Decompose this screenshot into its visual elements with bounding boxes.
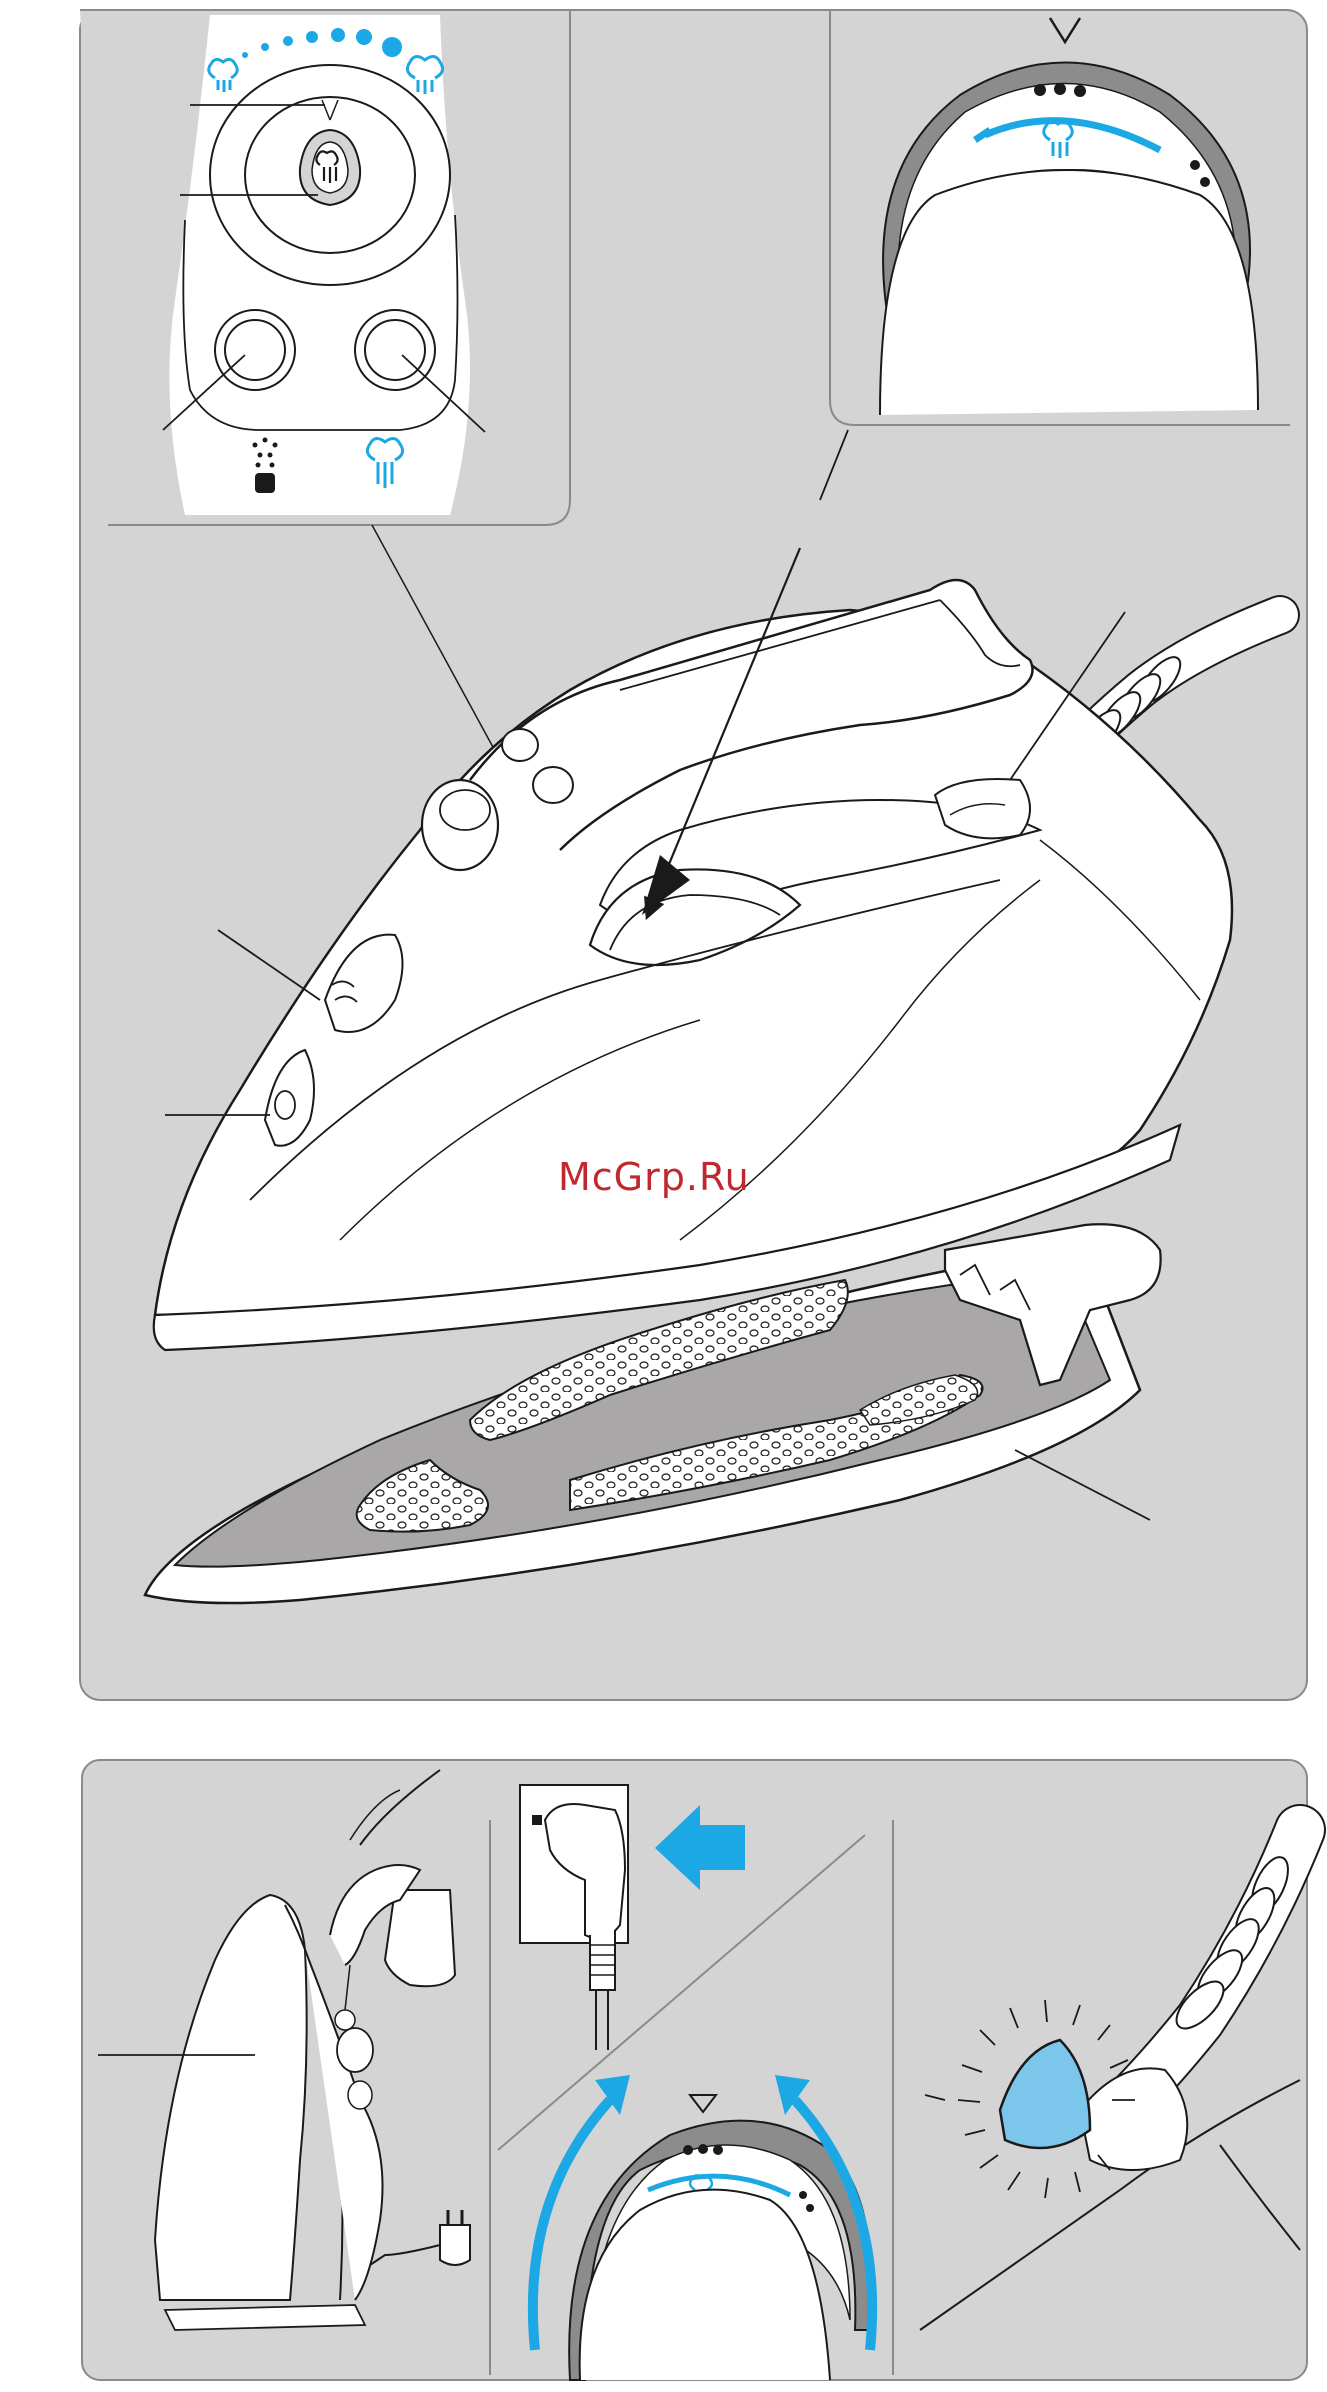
spray-button[interactable] xyxy=(214,309,296,391)
step-plug-and-set-temperature xyxy=(497,1784,878,2381)
steam-dot-scale xyxy=(242,28,402,58)
spray-nozzle xyxy=(263,1048,315,1147)
iron-illustration xyxy=(152,547,1300,1352)
plug-icon xyxy=(369,2210,471,2266)
shot-of-steam-button[interactable] xyxy=(532,766,574,804)
steam-icon xyxy=(315,150,339,183)
steam-icon xyxy=(1042,119,1074,158)
temperature-dial[interactable] xyxy=(882,61,1251,331)
steam-icon xyxy=(365,437,405,488)
steam-control-knob[interactable] xyxy=(209,64,451,286)
steam-control-knob[interactable] xyxy=(420,778,500,872)
watermark-text: McGrp.Ru xyxy=(558,1155,750,1199)
soleplate xyxy=(143,1223,1162,1605)
temperature-dial[interactable] xyxy=(588,868,802,967)
steam-icon xyxy=(405,55,445,94)
plug-icon[interactable] xyxy=(543,1803,627,2050)
water-jug xyxy=(329,1769,457,2011)
indicator-light-icon xyxy=(957,1999,1135,2199)
steps-panel xyxy=(81,1759,1326,2381)
step-fill-water xyxy=(98,1769,471,2331)
temperature-dial-inset xyxy=(819,10,1290,501)
spray-button[interactable] xyxy=(501,728,539,762)
steam-icon xyxy=(207,57,239,92)
overview-panel xyxy=(79,9,1308,1701)
spray-icon xyxy=(252,437,278,493)
rotate-arrows xyxy=(527,2096,878,2351)
water-filler-cover[interactable] xyxy=(323,933,404,1033)
indicator-light-icon xyxy=(933,778,1031,840)
step-indicator-light xyxy=(919,1804,1326,2331)
control-closeup-inset xyxy=(80,9,571,761)
arrow-right-icon xyxy=(655,1805,745,1890)
shot-of-steam-button[interactable] xyxy=(354,309,436,391)
